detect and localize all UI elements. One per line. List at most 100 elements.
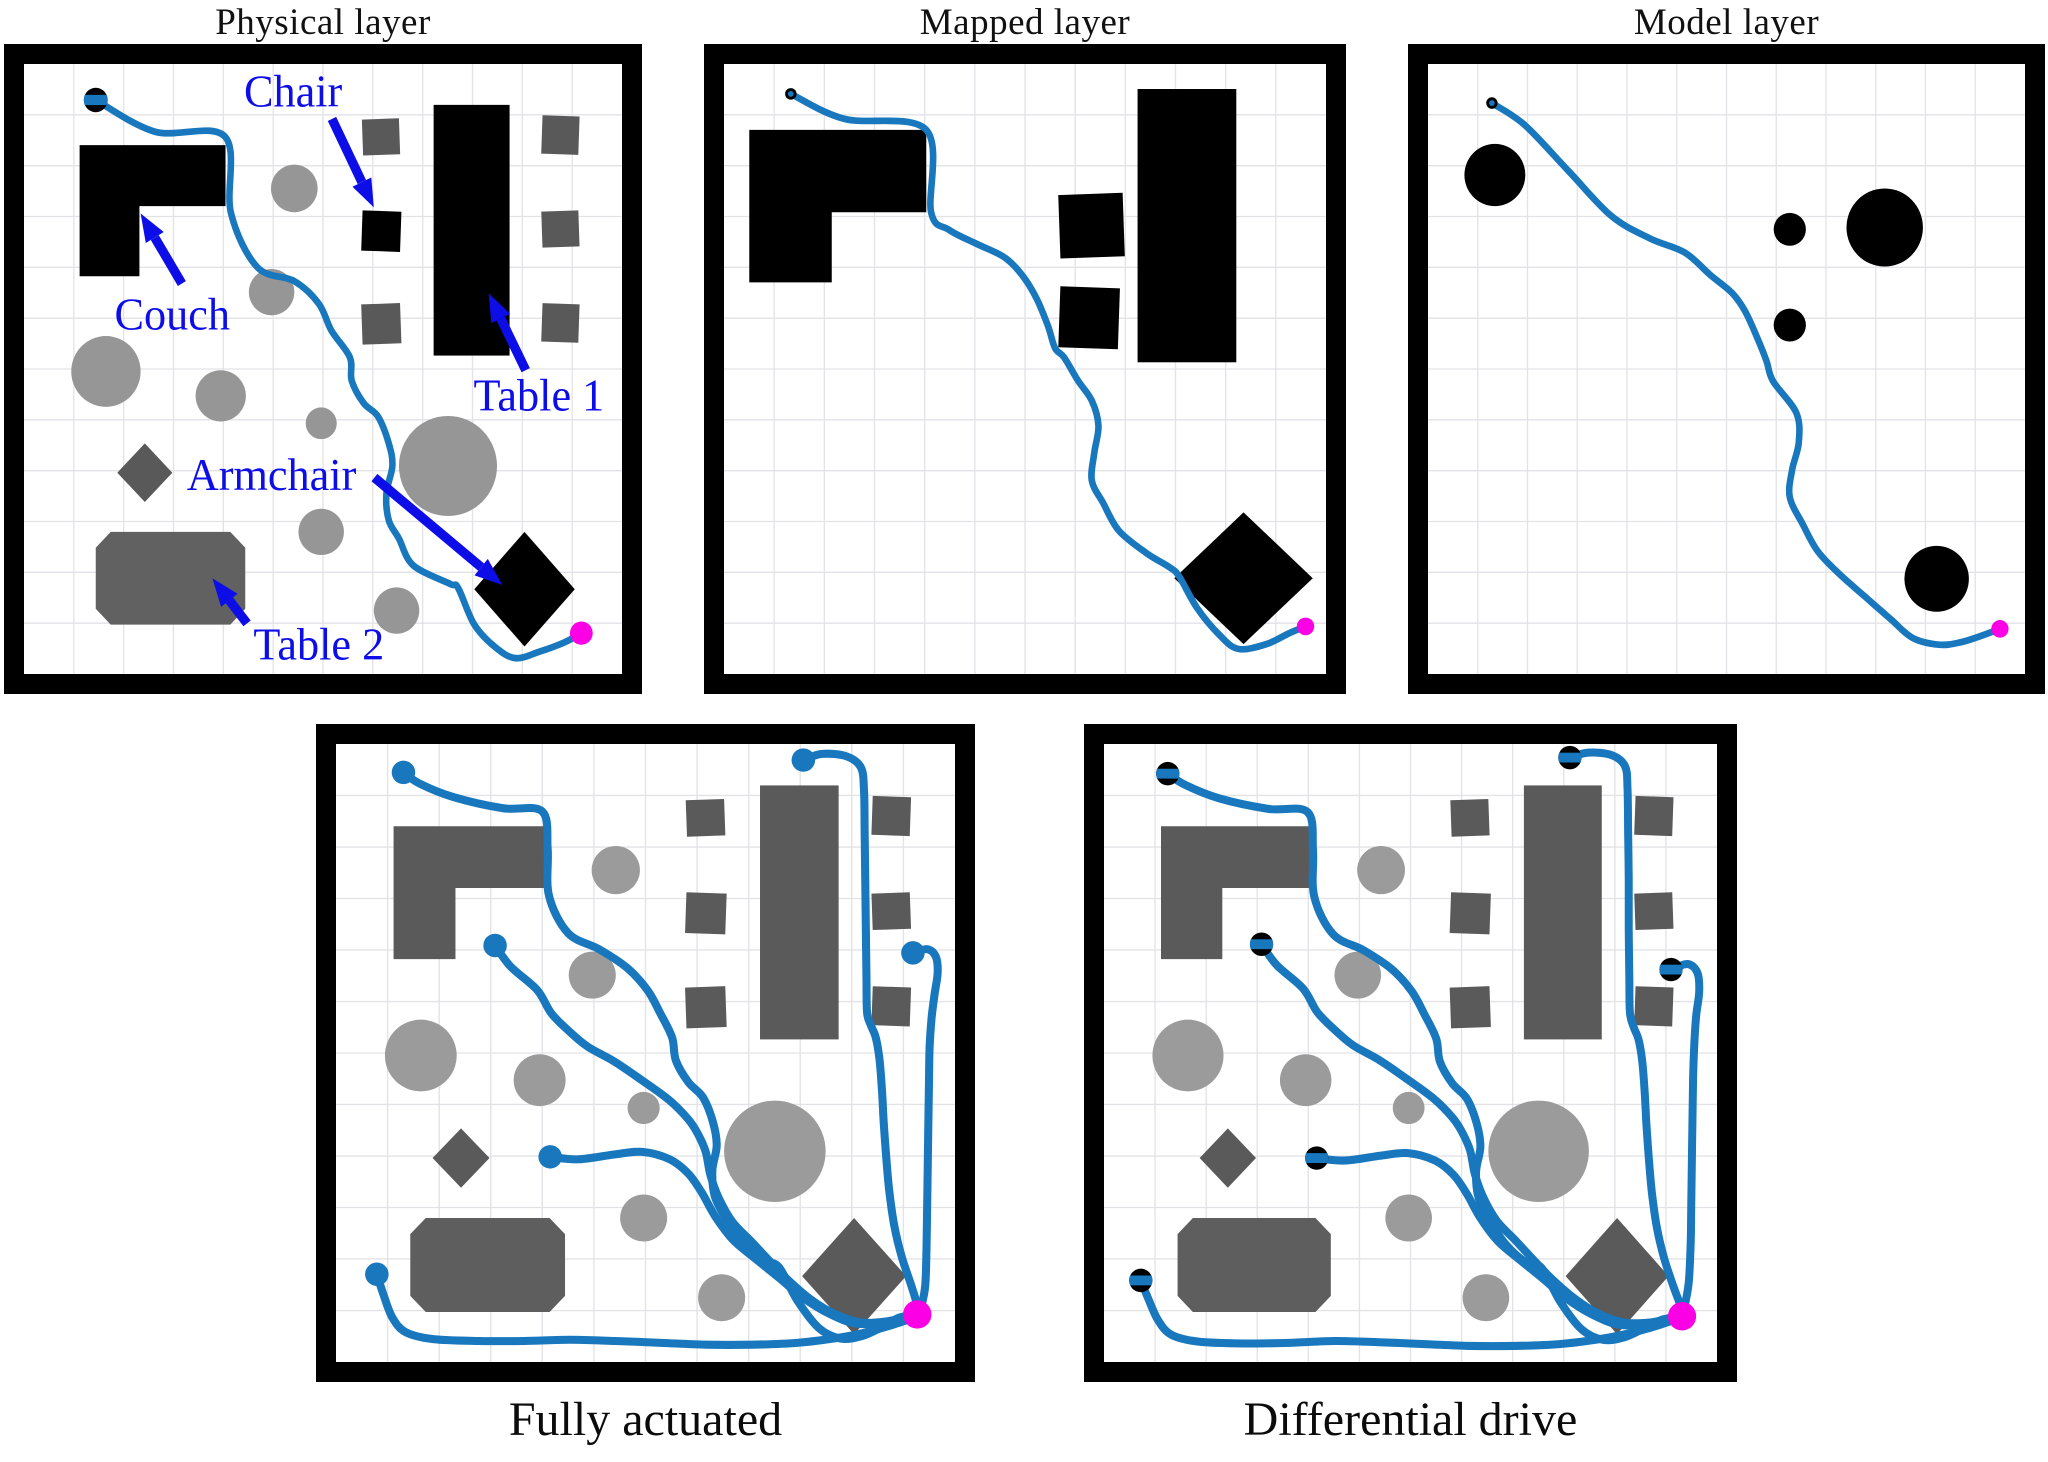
robot-trajectory <box>1136 1276 1687 1351</box>
start-marker <box>791 748 816 772</box>
obstacle-chair-bottom <box>1449 986 1491 1029</box>
obstacle-round-obstacle <box>195 370 246 422</box>
annotation-arrow <box>150 235 186 287</box>
differential-drive-map <box>1104 744 1717 1362</box>
annotation-arrowhead <box>474 558 503 585</box>
obstacle-right-chair-middle <box>541 210 580 248</box>
goal-marker <box>569 621 593 645</box>
obstacle-round-obstacle <box>724 1100 826 1202</box>
robot-trajectory <box>1488 99 2004 649</box>
obstacle-armchair <box>474 531 575 647</box>
robot-trajectory <box>1565 748 1687 1321</box>
panel-title-model-layer: Model layer <box>1633 1 1820 43</box>
obstacle-chair-top <box>361 118 401 156</box>
obstacle-round-obstacle <box>1152 1019 1224 1092</box>
obstacle-table-2 <box>1177 1218 1331 1312</box>
caption-fully-actuated: Fully actuated <box>508 1393 783 1446</box>
obstacle-round-obstacle <box>1392 1091 1425 1125</box>
goal-marker <box>1667 1302 1697 1331</box>
robot-trajectory <box>799 749 922 1319</box>
start-marker <box>538 1145 562 1169</box>
obstacle-round-obstacle <box>305 407 337 440</box>
annotation-arrow <box>371 473 485 571</box>
obstacle-chair-top <box>1450 798 1490 837</box>
obstacle-round-obstacle <box>298 508 344 556</box>
mapped-layer-map <box>724 64 1326 674</box>
fully-actuated-map <box>336 744 955 1362</box>
obstacle-chair <box>361 210 402 252</box>
obstacle-table-2 <box>95 531 246 625</box>
obstacle-right-chair-middle <box>1634 892 1674 931</box>
obstacle-round-obstacle <box>1488 1100 1589 1202</box>
obstacle-round-obstacle <box>1334 951 1382 999</box>
obstacle-model-disk <box>1464 143 1526 207</box>
obstacle-right-chair-middle <box>871 892 912 931</box>
start-marker <box>391 760 416 785</box>
obstacle-couch-mapped <box>749 129 927 283</box>
obstacle-round-obstacle <box>1385 1194 1432 1242</box>
annotation-arrowhead <box>488 293 511 324</box>
obstacle-chair <box>685 892 727 935</box>
obstacle-chair-bottom <box>361 303 402 345</box>
robot-trajectory <box>1667 959 1704 1321</box>
robot-trajectory <box>908 945 942 1319</box>
robot-trajectory <box>546 1147 922 1329</box>
obstacle-chair-bottom <box>685 986 727 1029</box>
obstacle-armchair <box>1565 1218 1669 1335</box>
obstacle-round-obstacle <box>620 1194 668 1242</box>
obstacle-small-diamond <box>117 443 173 502</box>
panel-mapped-layer <box>704 44 1346 694</box>
obstacle-small-diamond <box>432 1128 490 1188</box>
obstacle-table-1-mapped <box>1137 89 1237 363</box>
goal-marker <box>1991 620 2009 638</box>
annotation-arrowhead <box>212 578 238 607</box>
obstacle-round-obstacle <box>568 951 616 999</box>
start-marker <box>1129 1268 1153 1293</box>
grid-lines <box>1428 64 2025 674</box>
obstacle-couch <box>1161 826 1311 960</box>
annotation-label: Chair <box>244 66 342 116</box>
panel-title-physical-layer: Physical layer <box>215 1 431 43</box>
obstacle-right-chair-top <box>871 795 912 837</box>
start-marker <box>1486 97 1498 109</box>
obstacle-round-obstacle <box>398 415 498 517</box>
start-marker <box>83 87 108 113</box>
annotation-arrow <box>496 316 530 373</box>
obstacle-chair-mapped-bottom <box>1058 286 1120 350</box>
start-marker <box>483 933 507 958</box>
obstacle-right-chair-top <box>1634 795 1674 837</box>
obstacle-right-chair-bottom <box>541 303 580 343</box>
start-marker <box>1305 1146 1329 1170</box>
obstacle-round-obstacle <box>513 1054 566 1107</box>
obstacle-table-1 <box>760 785 839 1040</box>
annotation-label: Table 2 <box>253 619 384 669</box>
robot-trajectory <box>1312 1148 1687 1330</box>
obstacle-round-obstacle <box>698 1274 746 1322</box>
start-marker <box>785 88 797 100</box>
obstacle-round-obstacle <box>384 1019 457 1092</box>
annotation-label: Couch <box>115 289 231 339</box>
start-marker <box>1249 932 1274 956</box>
obstacle-right-chair-bottom <box>1634 986 1674 1027</box>
obstacle-chair <box>1449 892 1491 935</box>
obstacle-chair-top <box>685 798 726 837</box>
robot-trajectory <box>1163 769 1687 1345</box>
annotation-arrow <box>327 116 367 185</box>
model-layer-map <box>1428 64 2025 674</box>
obstacle-round-obstacle <box>1462 1274 1510 1322</box>
obstacle-model-disk <box>1846 188 1923 267</box>
obstacle-couch <box>393 826 545 960</box>
start-marker <box>1558 745 1582 770</box>
obstacle-round-obstacle <box>270 164 318 213</box>
panel-model-layer <box>1408 44 2045 694</box>
obstacle-round-obstacle <box>71 336 141 407</box>
obstacle-round-obstacle <box>1279 1054 1332 1107</box>
obstacle-model-disk <box>1904 545 1969 612</box>
obstacle-table-1 <box>1523 785 1602 1040</box>
obstacle-round-obstacle <box>373 587 420 634</box>
annotation-arrowhead <box>140 213 164 244</box>
obstacle-couch <box>79 145 226 277</box>
goal-marker <box>903 1300 932 1329</box>
